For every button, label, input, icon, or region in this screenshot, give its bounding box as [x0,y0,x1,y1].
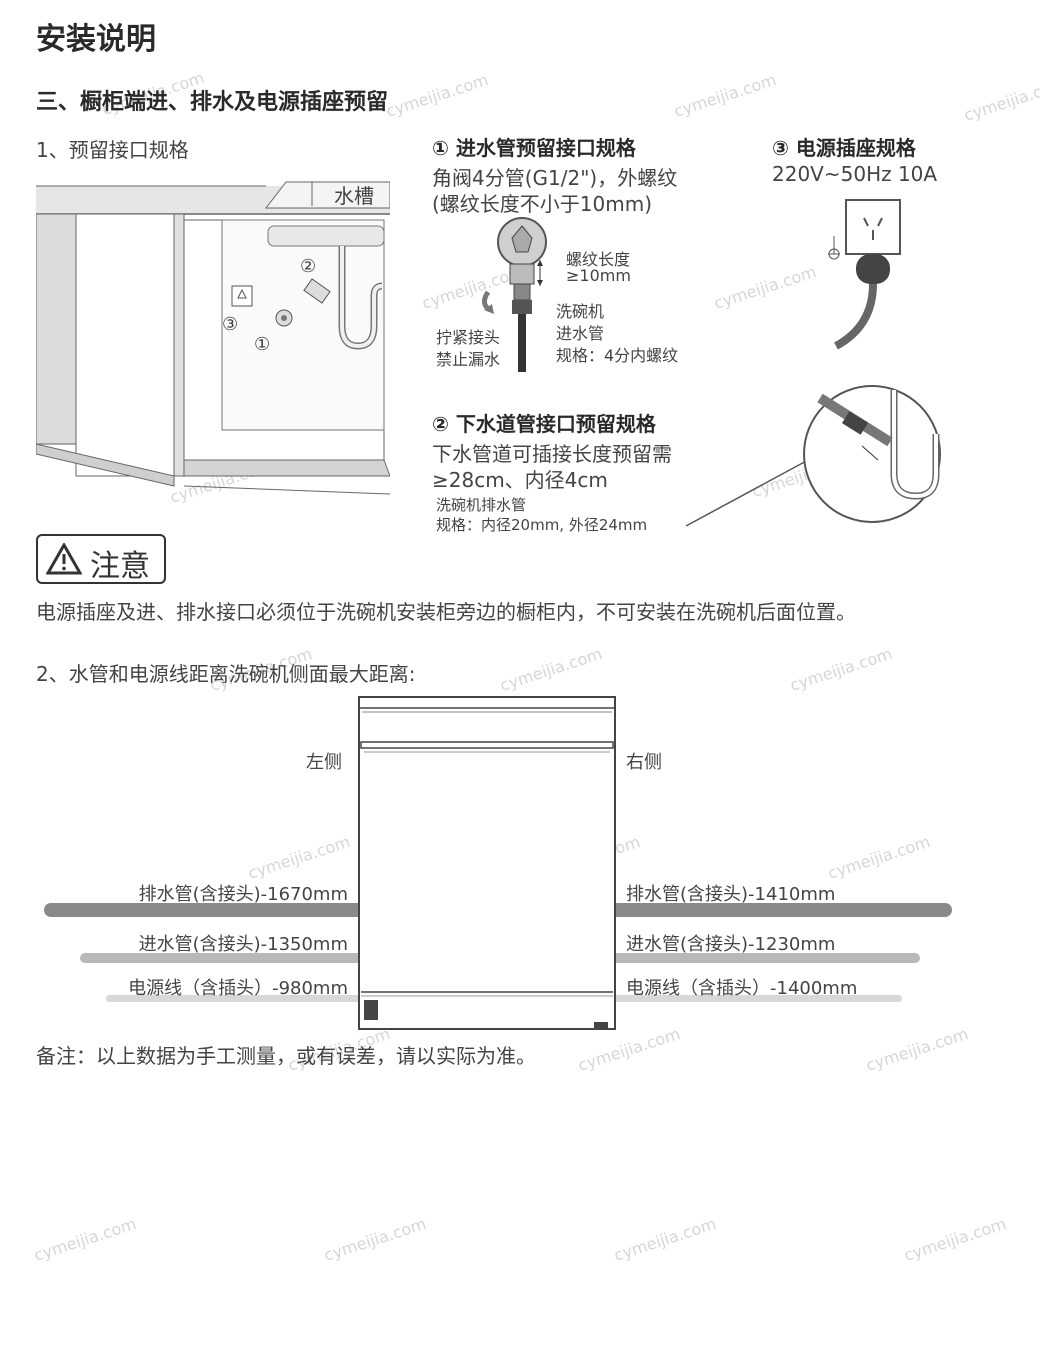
watermark: cymeijia.com [497,644,605,695]
callout-1: ① [254,334,271,355]
power-spec-line1: 220V~50Hz 10A [772,162,938,186]
warning-text: 电源插座及进、排水接口必须位于洗碗机安装柜旁边的橱柜内，不可安装在洗碗机后面位置… [36,600,856,624]
section1-label: 1、预留接口规格 [36,138,189,162]
inlet-pipe-label-3: 规格：4分内螺纹 [556,346,679,365]
inlet-pipe-label-1: 洗碗机 [556,302,605,321]
left-inlet-distance: 进水管(含接头)-1350mm [138,934,348,955]
power-socket-icon [828,199,901,350]
warning-label: 注意 [90,549,150,584]
drain-spec-line1: 下水管道可插接长度预留需 [432,442,672,466]
section-title: 三、橱柜端进、排水及电源插座预留 [36,90,389,115]
right-inlet-distance: 进水管(含接头)-1230mm [626,934,836,955]
watermark: cymeijia.com [825,832,933,883]
tighten-label-1: 拧紧接头 [436,328,501,347]
watermark: cymeijia.com [711,262,819,313]
right-side-label: 右侧 [626,752,662,773]
watermark: cymeijia.com [383,70,491,121]
drain-pipe-illustration [685,385,941,527]
watermark: cymeijia.com [787,644,895,695]
power-spec-title: ③ 电源插座规格 [772,136,916,160]
callout-3: ③ [222,314,239,335]
thread-length-value: ≥10mm [566,266,631,285]
watermark: cymeijia.com [321,1214,429,1265]
section2-label: 2、水管和电源线距离洗碗机侧面最大距离: [36,662,416,686]
tighten-label-2: 禁止漏水 [436,350,501,369]
angle-valve-illustration [482,217,547,372]
watermark: cymeijia.com [901,1214,1009,1265]
thread-length-label: 螺纹长度 [566,250,631,269]
left-power-distance: 电源线（含插头）-980mm [128,978,348,999]
watermark: cymeijia.com [31,1214,139,1265]
right-drain-distance: 排水管(含接头)-1410mm [626,884,836,905]
inlet-spec-title: ① 进水管预留接口规格 [432,136,636,160]
footnote: 备注：以上数据为手工测量，或有误差，请以实际为准。 [36,1044,536,1068]
watermark: cymeijia.com [611,1214,719,1265]
warning-badge: 注意 [36,534,166,584]
drain-spec-line4: 规格：内径20mm, 外径24mm [436,516,648,534]
dishwasher-front [358,696,616,1030]
drain-spec-line2: ≥28cm、内径4cm [432,468,608,492]
watermark: cymeijia.com [863,1024,971,1075]
inlet-pipe-label-2: 进水管 [556,324,605,343]
left-side-label: 左侧 [306,752,342,773]
drain-spec-line3: 洗碗机排水管 [436,496,527,514]
left-drain-distance: 排水管(含接头)-1670mm [138,884,348,905]
inlet-spec-line2: (螺纹长度不小于10mm) [432,192,653,216]
drain-spec-title: ② 下水道管接口预留规格 [432,412,656,436]
inlet-spec-line1: 角阀4分管(G1/2")，外螺纹 [432,166,678,190]
cabinet-illustration [36,181,390,495]
sink-label: 水槽 [334,184,374,208]
right-power-distance: 电源线（含插头）-1400mm [626,978,858,999]
page-title: 安装说明 [36,22,156,57]
watermark: cymeijia.com [245,832,353,883]
watermark: cymeijia.com [671,70,779,121]
callout-2: ② [300,256,317,277]
warning-icon [46,543,82,575]
watermark: cymeijia.com [961,74,1040,125]
